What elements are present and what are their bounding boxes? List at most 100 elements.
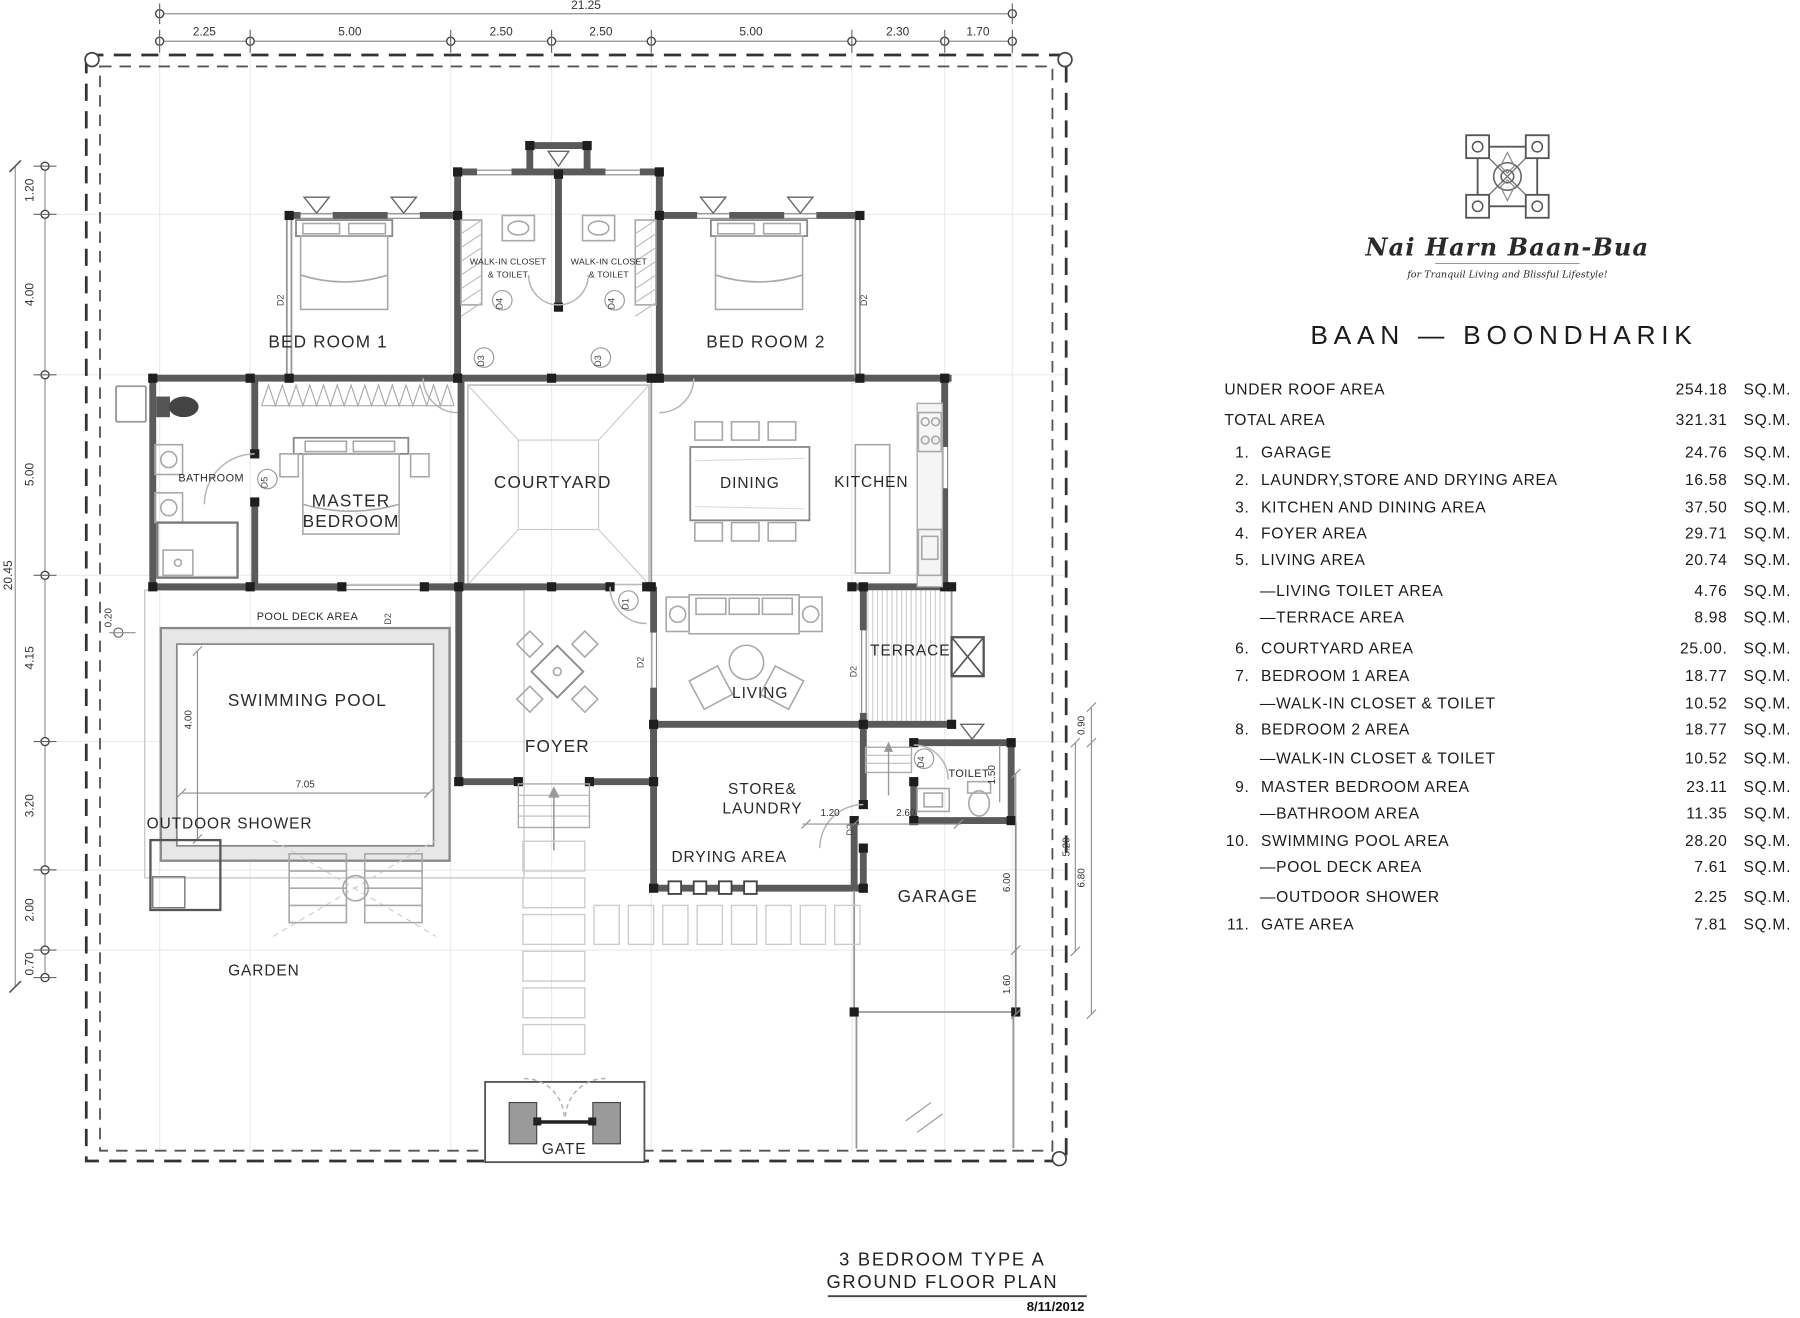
door-tag-d3: D3 bbox=[473, 347, 495, 368]
table-row-value: 2.25 bbox=[1694, 889, 1727, 906]
lounge-chairs-icon bbox=[272, 839, 437, 937]
table-row-label: LIVING AREA bbox=[1261, 552, 1366, 569]
table-row-label: SWIMMING POOL AREA bbox=[1261, 833, 1449, 850]
table-row-unit: SQ.M. bbox=[1744, 640, 1792, 657]
room-label-living: LIVING bbox=[732, 685, 788, 702]
table-row-label: COURTYARD AREA bbox=[1261, 640, 1414, 657]
svg-text:D5: D5 bbox=[259, 477, 269, 488]
room-label-bedroom1: BED ROOM 1 bbox=[268, 331, 387, 351]
svg-text:D1: D1 bbox=[620, 598, 630, 609]
steps-and-paths bbox=[517, 741, 943, 1133]
footer-title-block: 3 BEDROOM TYPE A GROUND FLOOR PLAN 8/11/… bbox=[826, 1248, 1087, 1314]
table-row-value: 18.77 bbox=[1685, 722, 1727, 739]
table-row-value: 18.77 bbox=[1685, 668, 1727, 685]
wardrobe-icon bbox=[261, 219, 657, 408]
table-row-value: 8.98 bbox=[1694, 609, 1727, 626]
room-label-kitchen: KITCHEN bbox=[834, 474, 908, 491]
dim-right: 0.90 bbox=[1077, 715, 1088, 735]
sink-icon bbox=[916, 787, 951, 813]
door-tag-d4: D4 bbox=[604, 289, 625, 311]
windows bbox=[300, 168, 950, 895]
courtyard-roof-lines bbox=[467, 384, 650, 586]
room-label-wic1: WALK-IN CLOSET bbox=[470, 257, 547, 267]
room-label-store: LAUNDRY bbox=[722, 801, 802, 818]
dim-left-seg: 2.00 bbox=[23, 898, 37, 922]
table-row-label: UNDER ROOF AREA bbox=[1224, 381, 1385, 398]
dim-top-seg: 2.25 bbox=[193, 25, 217, 39]
brand-name: Nai Harn Baan-Bua bbox=[1365, 233, 1650, 262]
table-row-value: 10.52 bbox=[1685, 695, 1727, 712]
table-row-unit: SQ.M. bbox=[1744, 722, 1792, 739]
dim-top-seg: 5.00 bbox=[338, 25, 362, 39]
dimension-left: 20.45 1.20 4.00 5.00 4.15 3.20 2.00 0.70 bbox=[1, 159, 57, 994]
table-row-value: 20.74 bbox=[1685, 552, 1727, 569]
room-label-wic2: & TOILET bbox=[589, 269, 630, 279]
table-row-number: 4. bbox=[1235, 526, 1249, 543]
dim-left-seg: 4.00 bbox=[23, 283, 37, 307]
svg-text:D3: D3 bbox=[476, 355, 486, 366]
table-row-label: —TERRACE AREA bbox=[1260, 609, 1405, 626]
dim-top-seg: 2.50 bbox=[589, 25, 613, 39]
table-row-unit: SQ.M. bbox=[1744, 381, 1792, 398]
table-row-value: 28.20 bbox=[1685, 833, 1727, 850]
table-row-unit: SQ.M. bbox=[1744, 889, 1792, 906]
table-row-unit: SQ.M. bbox=[1744, 609, 1792, 626]
sink-icon bbox=[581, 214, 616, 242]
table-row-number: 5. bbox=[1235, 552, 1249, 569]
brand-logo-icon bbox=[1465, 134, 1550, 219]
table-row-value: 37.50 bbox=[1685, 499, 1727, 516]
table-row-unit: SQ.M. bbox=[1744, 750, 1792, 767]
table-row-value: 16.58 bbox=[1685, 472, 1727, 489]
shower-icon bbox=[156, 521, 239, 579]
table-row-value: 7.81 bbox=[1694, 916, 1727, 933]
door-tag-d1: D1 bbox=[618, 590, 639, 611]
table-row-label: GATE AREA bbox=[1261, 916, 1354, 933]
table-row-unit: SQ.M. bbox=[1744, 833, 1792, 850]
room-label-wic1: & TOILET bbox=[488, 269, 529, 279]
table-row-label: TOTAL AREA bbox=[1224, 412, 1325, 429]
table-row-unit: SQ.M. bbox=[1744, 916, 1792, 933]
table-row-value: 7.61 bbox=[1694, 859, 1727, 876]
door-tags: D1 D3 D3 D4 D4 D4 D5 D2 D2 D2 D2 D2 bbox=[257, 289, 935, 835]
table-row-value: 11.35 bbox=[1686, 805, 1727, 822]
door-tag-d2: D2 bbox=[845, 824, 855, 835]
furniture bbox=[149, 214, 992, 937]
dim-right: 6.00 bbox=[1002, 872, 1013, 892]
kitchen-sink-icon bbox=[917, 528, 943, 577]
table-row-unit: SQ.M. bbox=[1744, 444, 1792, 461]
gate-assembly bbox=[484, 1077, 646, 1164]
room-labels: BED ROOM 1 BED ROOM 2 WALK-IN CLOSET & T… bbox=[147, 257, 989, 1158]
dim-top-seg: 5.00 bbox=[739, 25, 763, 39]
table-row-label: GARAGE bbox=[1261, 444, 1332, 461]
table-row-value: 4.76 bbox=[1694, 583, 1727, 600]
table-row-unit: SQ.M. bbox=[1744, 499, 1792, 516]
door-tag-d2: D2 bbox=[859, 295, 869, 306]
table-row-unit: SQ.M. bbox=[1744, 412, 1792, 429]
bed-icon bbox=[709, 219, 809, 311]
sink-icon bbox=[501, 214, 536, 242]
survey-marker-icon bbox=[84, 51, 100, 68]
table-row-unit: SQ.M. bbox=[1744, 859, 1792, 876]
table-row-value: 23.11 bbox=[1686, 779, 1727, 796]
table-row-value: 10.52 bbox=[1685, 750, 1727, 767]
project-title: BAAN — BOONDHARIK bbox=[1310, 320, 1697, 350]
table-row-value: 25.00. bbox=[1680, 640, 1727, 657]
brand-block: Nai Harn Baan-Bua for Tranquil Living an… bbox=[1365, 134, 1650, 280]
slope-mark-icon bbox=[905, 1102, 932, 1122]
dimension-top: 21.25 2.25 5.00 2.50 2.50 5.00 2.30 1.70 bbox=[154, 0, 1018, 53]
lot-boundary bbox=[84, 51, 1073, 1167]
dim-deck: 0.20 bbox=[103, 608, 114, 628]
table-row-value: 29.71 bbox=[1685, 526, 1727, 543]
svg-text:D4: D4 bbox=[494, 298, 504, 309]
table-row-value: 24.76 bbox=[1685, 444, 1727, 461]
dim-garage: 2.60 bbox=[896, 808, 916, 819]
table-row-number: 2. bbox=[1235, 472, 1249, 489]
dim-left-seg: 4.15 bbox=[23, 646, 37, 670]
table-row-label: —BATHROOM AREA bbox=[1260, 805, 1420, 822]
table-row-label: LAUNDRY,STORE AND DRYING AREA bbox=[1261, 472, 1558, 489]
table-row-number: 9. bbox=[1235, 779, 1249, 796]
door-tag-d5: D5 bbox=[257, 468, 278, 490]
room-label-terrace: TERRACE bbox=[870, 643, 950, 660]
room-label-garden: GARDEN bbox=[228, 962, 300, 979]
